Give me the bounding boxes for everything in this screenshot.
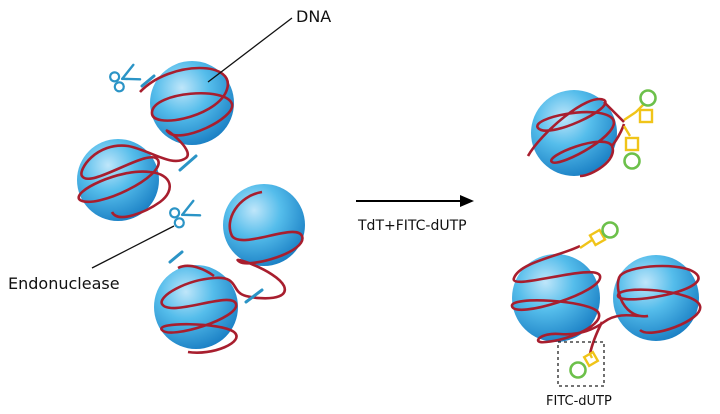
fitc-dutp-label-bottom-boxed — [569, 350, 600, 379]
fitc-dutp-label-bottom-top — [579, 221, 619, 249]
scissors-icon — [109, 63, 142, 93]
dna-label: DNA — [296, 7, 331, 26]
dna-strand-end — [603, 101, 626, 147]
dna-strand — [510, 244, 702, 344]
scissors-icon — [169, 199, 202, 229]
fitc-dutp-label-top-2 — [622, 125, 641, 170]
endonuclease-label: Endonuclease — [8, 274, 120, 293]
labelled-fragment-bottom — [510, 244, 702, 355]
nucleosome — [223, 184, 305, 266]
dna-strand — [526, 97, 616, 178]
fluorophore-circle — [569, 361, 587, 379]
nucleosome-pair-top-left — [77, 61, 234, 221]
fluorophore-circle — [639, 89, 657, 107]
linker-square — [582, 350, 600, 368]
reaction-label: TdT+FITC-dUTP — [357, 218, 467, 234]
fluorophore-circle — [623, 152, 641, 170]
dna-strand — [160, 190, 304, 354]
dna-strand — [77, 66, 234, 219]
cut-sites — [140, 74, 264, 304]
nucleosome — [154, 265, 238, 349]
reaction-arrow — [356, 195, 474, 207]
linker-square — [588, 228, 607, 247]
endonuclease-leader-line — [91, 225, 175, 269]
linker-square — [624, 136, 640, 152]
labelled-fragment-top — [526, 90, 626, 178]
fitc-dutp-label: FITC-dUTP — [546, 394, 612, 409]
dna-strand-end — [177, 264, 215, 278]
dna-leader-line — [207, 17, 293, 83]
nucleosome-pair-bottom-left — [154, 184, 305, 354]
fluorophore-circle — [601, 221, 619, 239]
fitc-dutp-highlight-box — [557, 341, 605, 387]
nucleosome — [512, 254, 600, 342]
fitc-dutp-label-top-1 — [623, 89, 657, 124]
dna-strand-end — [588, 321, 604, 355]
linker-square — [638, 108, 654, 124]
